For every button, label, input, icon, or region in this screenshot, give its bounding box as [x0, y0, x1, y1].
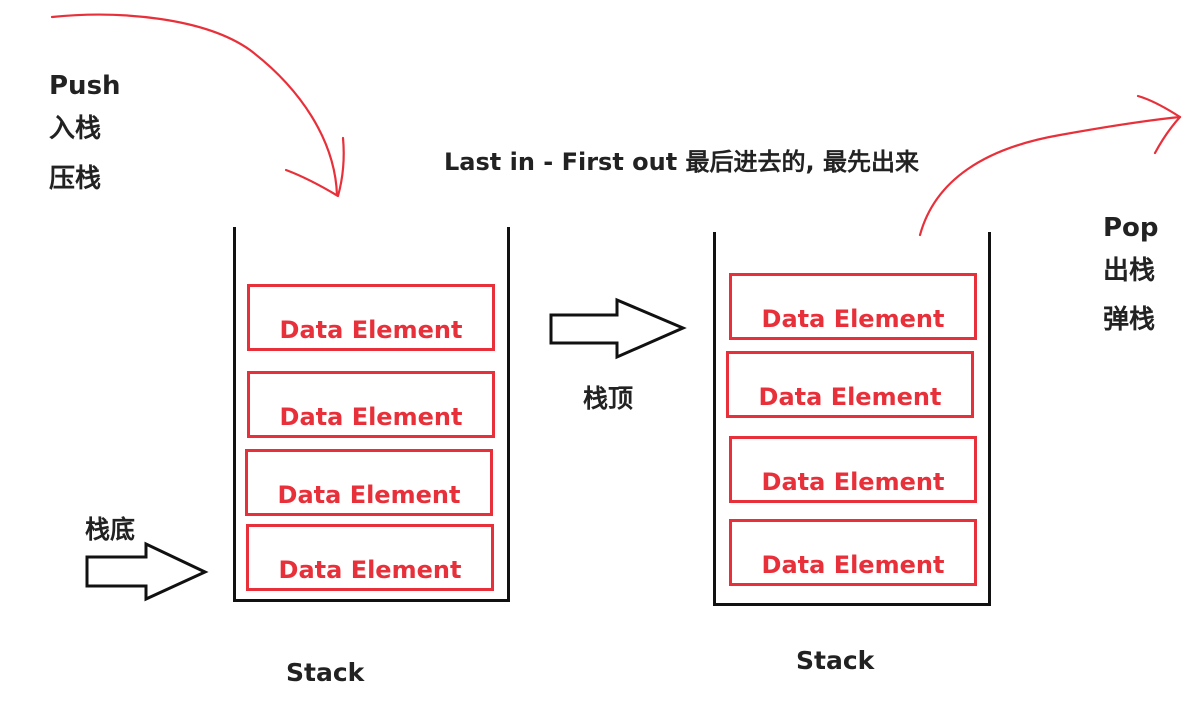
pop-cn-label-1: 出栈	[1103, 256, 1156, 286]
stack-2-element-4: Data Element	[729, 519, 977, 586]
bottom-hollow-arrow-icon	[85, 541, 209, 602]
stack-container-1	[233, 227, 510, 602]
stack-2-element-1: Data Element	[729, 273, 977, 340]
stack-2-element-3: Data Element	[729, 436, 977, 503]
pop-curved-arrow-icon	[918, 94, 1182, 237]
stack-container-2	[713, 232, 991, 606]
push-label: Push	[49, 71, 121, 101]
push-cn-label-2: 压栈	[49, 164, 102, 194]
top-hollow-arrow-icon	[549, 297, 687, 360]
push-cn-label-1: 入栈	[49, 114, 102, 144]
stack-1-caption: Stack	[286, 658, 365, 687]
pop-label: Pop	[1103, 213, 1159, 243]
stack-bottom-label: 栈底	[85, 515, 136, 544]
stack-1-element-2: Data Element	[247, 371, 495, 438]
stack-1-element-3: Data Element	[245, 449, 493, 516]
stack-1-element-1: Data Element	[247, 284, 495, 351]
stack-2-caption: Stack	[796, 646, 875, 675]
pop-cn-label-2: 弹栈	[1103, 305, 1156, 335]
stack-1-element-4: Data Element	[246, 524, 494, 591]
lifo-caption: Last in - First out 最后进去的, 最先出来	[444, 148, 920, 176]
push-curved-arrow-icon	[50, 13, 345, 198]
stack-top-label: 栈顶	[583, 384, 634, 413]
stack-2-element-2: Data Element	[726, 351, 974, 418]
